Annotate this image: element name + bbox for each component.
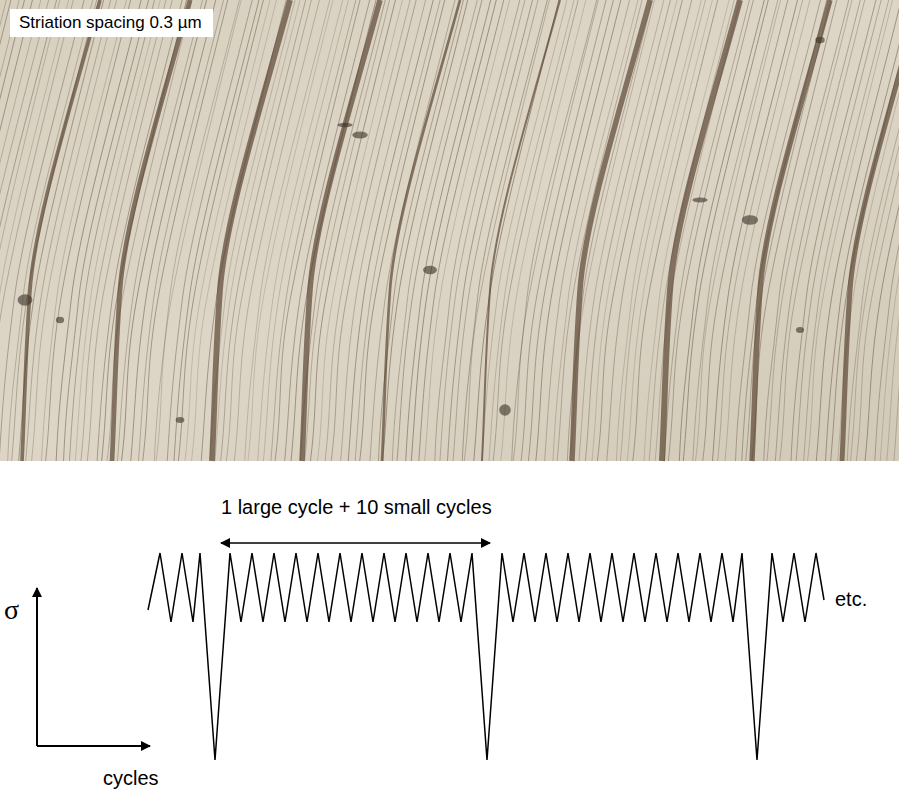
span-arrow	[221, 542, 490, 544]
span-label: 1 large cycle + 10 small cycles	[221, 496, 492, 519]
fine-striations	[0, 0, 899, 461]
striation-line	[536, 0, 621, 461]
coarse-band	[112, 0, 190, 461]
coarse-band	[482, 0, 560, 461]
pit	[352, 132, 368, 139]
striation-line	[81, 0, 166, 461]
cycles-axis	[37, 745, 150, 747]
pit	[692, 197, 707, 202]
striation-line	[633, 0, 718, 461]
continuation-note: etc.	[835, 588, 867, 611]
striation-line	[453, 0, 538, 461]
striation-line	[875, 0, 899, 461]
pit	[18, 294, 33, 305]
pit	[796, 327, 804, 333]
surface-pits	[18, 37, 825, 423]
striation-line	[856, 0, 899, 461]
pit	[742, 215, 758, 225]
striation-line	[331, 0, 416, 461]
pit	[176, 417, 185, 423]
pit	[499, 404, 511, 416]
striation-line	[482, 0, 567, 461]
striation-line	[831, 0, 899, 461]
coarse-band	[382, 0, 460, 461]
striation-line	[880, 0, 899, 461]
coarse-band	[302, 0, 380, 461]
axis-label: cycles	[103, 767, 159, 790]
coarse-band	[842, 0, 899, 461]
pit	[423, 266, 437, 274]
caption-box: Striation spacing 0.3 µm	[10, 9, 213, 37]
striation-line	[0, 0, 57, 461]
striation-line	[448, 0, 533, 461]
striation-line	[567, 0, 652, 461]
coarse-band	[212, 0, 290, 461]
stress-axis	[36, 588, 38, 746]
striation-line	[122, 0, 207, 461]
pit	[56, 317, 64, 323]
striation-line	[462, 0, 547, 461]
striation-line	[406, 0, 491, 461]
pit	[815, 37, 824, 44]
striation-line	[838, 0, 899, 461]
stress-waveform	[148, 553, 824, 760]
striation-line	[0, 0, 32, 461]
striation-line	[627, 0, 712, 461]
striation-line	[46, 0, 131, 461]
striation-line	[191, 0, 276, 461]
pit	[337, 123, 352, 128]
striation-line	[693, 0, 778, 461]
striation-line	[370, 0, 455, 461]
striation-line	[0, 0, 6, 461]
coarse-bands	[22, 0, 899, 461]
coarse-band	[752, 0, 830, 461]
stress-symbol: σ	[4, 594, 19, 626]
striation-line	[736, 0, 821, 461]
striation-line	[703, 0, 788, 461]
striation-line	[887, 0, 899, 461]
striation-line	[865, 0, 899, 461]
caption-text: Striation spacing 0.3 µm	[19, 13, 204, 33]
photo-ground	[0, 0, 899, 461]
striation-line	[464, 0, 549, 461]
coarse-band	[572, 0, 650, 461]
coarse-band	[22, 0, 100, 461]
striation-line	[826, 0, 899, 461]
striation-line	[847, 0, 899, 461]
coarse-band	[662, 0, 740, 461]
striation-line	[285, 0, 370, 461]
